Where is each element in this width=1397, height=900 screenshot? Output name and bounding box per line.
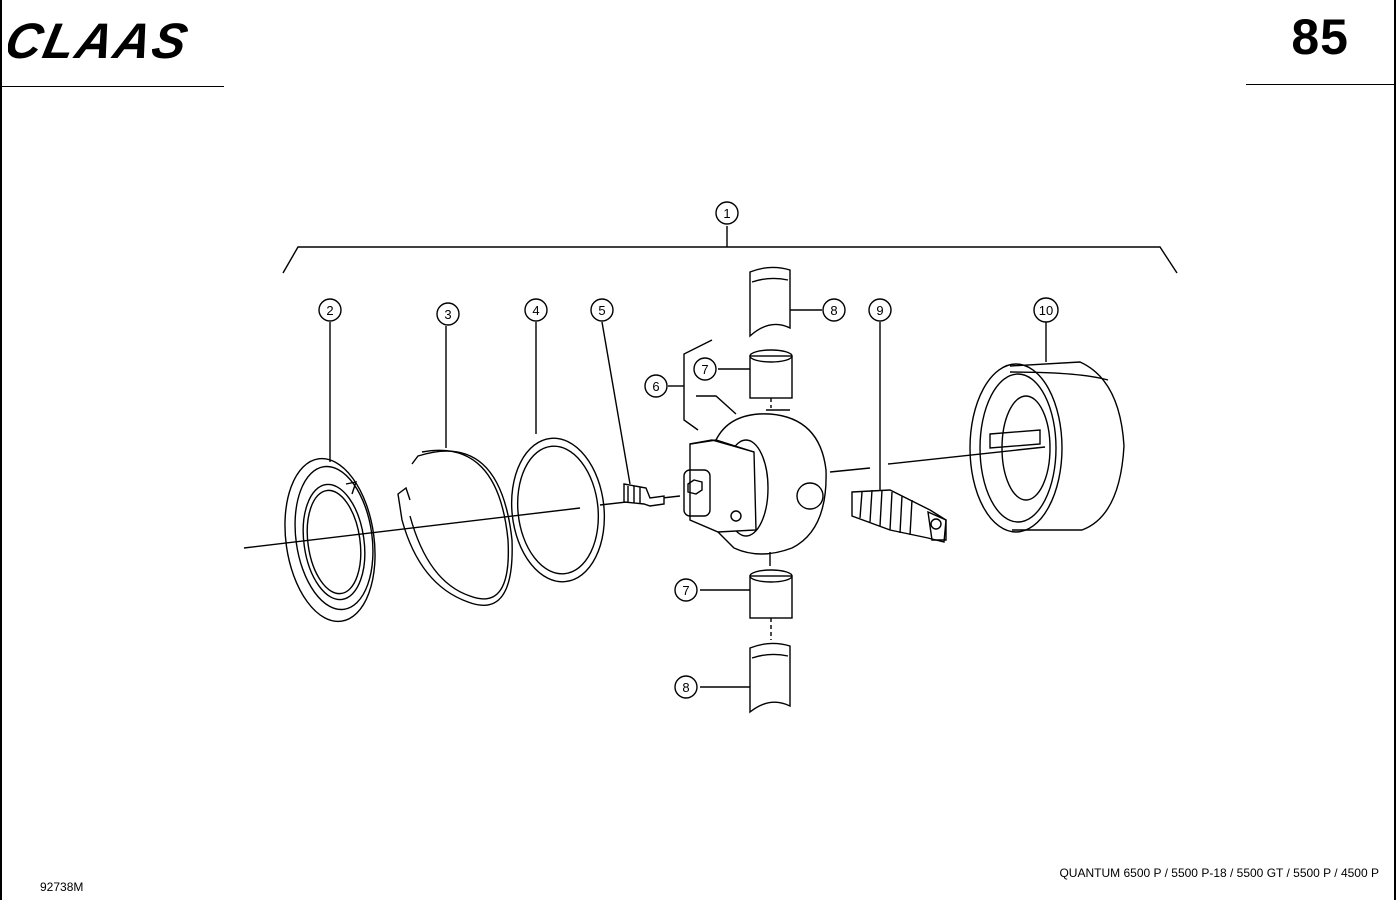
callout-9: 9 <box>868 298 892 322</box>
svg-text:8: 8 <box>830 303 837 318</box>
header-rule-right <box>1246 84 1396 85</box>
assembly-bracket <box>282 246 1178 274</box>
part-4-o-ring <box>510 322 606 583</box>
callout-1: 1 <box>715 201 739 225</box>
callout-7-upper: 7 <box>693 357 717 381</box>
svg-text:4: 4 <box>532 303 539 318</box>
part-7-bushing-upper <box>718 349 793 408</box>
part-6-hub <box>668 339 827 566</box>
axis-line-right <box>829 467 871 473</box>
svg-text:7: 7 <box>682 583 689 598</box>
frame-left <box>0 0 2 900</box>
part-3-snap-ring <box>397 326 513 607</box>
callout-3: 3 <box>436 302 460 326</box>
part-8-cup-lower <box>700 642 791 714</box>
svg-text:3: 3 <box>444 307 451 322</box>
header-rule-left <box>0 86 224 87</box>
svg-text:1: 1 <box>723 206 730 221</box>
claas-logo: CLAAS <box>0 13 234 69</box>
model-list: QUANTUM 6500 P / 5500 P-18 / 5500 GT / 5… <box>1059 866 1379 880</box>
svg-text:7: 7 <box>701 362 708 377</box>
callout-8-lower: 8 <box>674 675 698 699</box>
callout-10: 10 <box>1033 297 1059 323</box>
page-number: 85 <box>1291 9 1349 65</box>
drawing-number: 92738M <box>40 880 84 894</box>
part-10-sleeve <box>969 322 1125 533</box>
axis-line-far <box>887 446 1046 465</box>
callout-4: 4 <box>524 298 548 322</box>
callout-7-lower: 7 <box>674 578 698 602</box>
svg-text:10: 10 <box>1039 303 1053 318</box>
callout-8-upper: 8 <box>822 298 846 322</box>
callout-5: 5 <box>590 298 614 322</box>
callout-6: 6 <box>644 374 668 398</box>
axis-line-left <box>243 507 581 549</box>
svg-text:8: 8 <box>682 680 689 695</box>
leader-5 <box>601 321 631 485</box>
svg-text:2: 2 <box>326 303 333 318</box>
bracket-6 <box>683 339 713 431</box>
part-7-bushing-lower <box>700 569 793 640</box>
part-5-grease-nipple <box>601 321 665 507</box>
logo-wordmark: CLAAS <box>8 14 194 64</box>
frame-right <box>1394 0 1396 900</box>
callout-2: 2 <box>318 298 342 322</box>
part-8-cup-upper <box>749 266 822 338</box>
svg-text:6: 6 <box>652 379 659 394</box>
svg-text:9: 9 <box>876 303 883 318</box>
part-2-washer <box>284 322 376 623</box>
part-9-spring-pin <box>851 322 947 543</box>
svg-text:5: 5 <box>598 303 605 318</box>
